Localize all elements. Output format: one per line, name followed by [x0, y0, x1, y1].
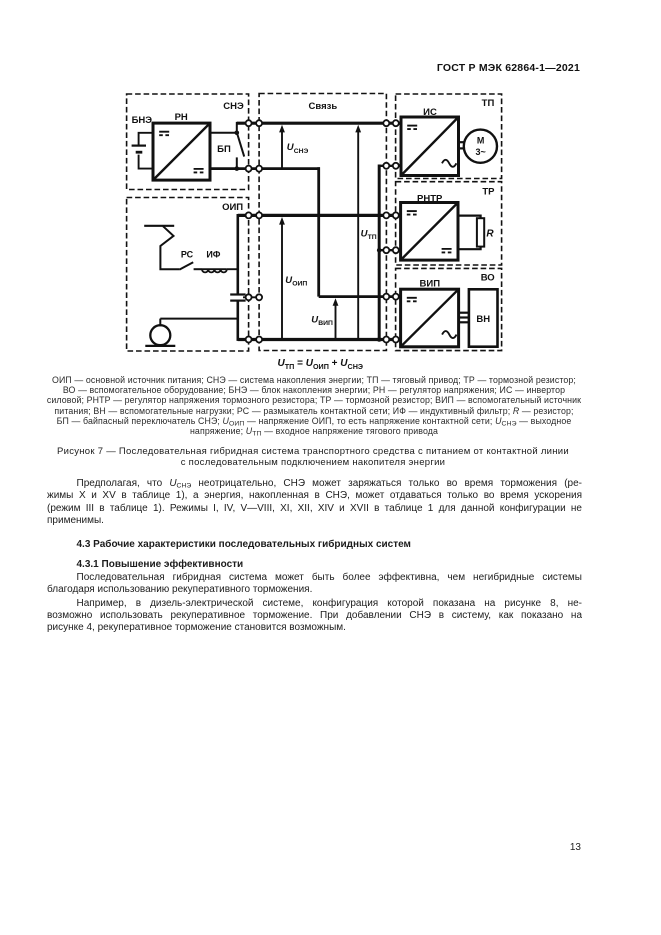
- svg-text:ИС: ИС: [423, 107, 437, 118]
- svg-text:ТП: ТП: [368, 234, 377, 241]
- svg-text:ВИП: ВИП: [318, 320, 333, 327]
- svg-text:ОИП: ОИП: [292, 281, 307, 288]
- svg-text:ВИП: ВИП: [420, 279, 441, 290]
- svg-text:U: U: [287, 142, 295, 153]
- svg-text:ТП: ТП: [482, 98, 495, 109]
- svg-text:БНЭ: БНЭ: [132, 115, 153, 126]
- svg-text:ВО: ВО: [481, 272, 495, 283]
- svg-text:М: М: [477, 136, 485, 146]
- svg-text:U: U: [311, 315, 319, 326]
- svg-text:ИФ: ИФ: [206, 249, 220, 259]
- svg-text:U: U: [361, 229, 369, 240]
- svg-text:ТР: ТР: [482, 186, 495, 197]
- svg-text:U: U: [285, 275, 293, 286]
- svg-text:UТП = UОИП + UСНЭ: UТП = UОИП + UСНЭ: [278, 358, 364, 371]
- svg-text:СНЭ: СНЭ: [294, 148, 309, 155]
- svg-text:3~: 3~: [475, 147, 485, 157]
- svg-text:Связь: Связь: [309, 101, 338, 112]
- svg-text:ОИП: ОИП: [222, 202, 243, 213]
- svg-text:РНТР: РНТР: [417, 193, 443, 204]
- svg-text:РС: РС: [181, 249, 194, 259]
- svg-text:РН: РН: [175, 112, 188, 123]
- svg-text:СНЭ: СНЭ: [223, 101, 244, 112]
- svg-text:R: R: [486, 228, 494, 239]
- svg-text:ВН: ВН: [476, 314, 490, 325]
- svg-text:БП: БП: [217, 144, 231, 155]
